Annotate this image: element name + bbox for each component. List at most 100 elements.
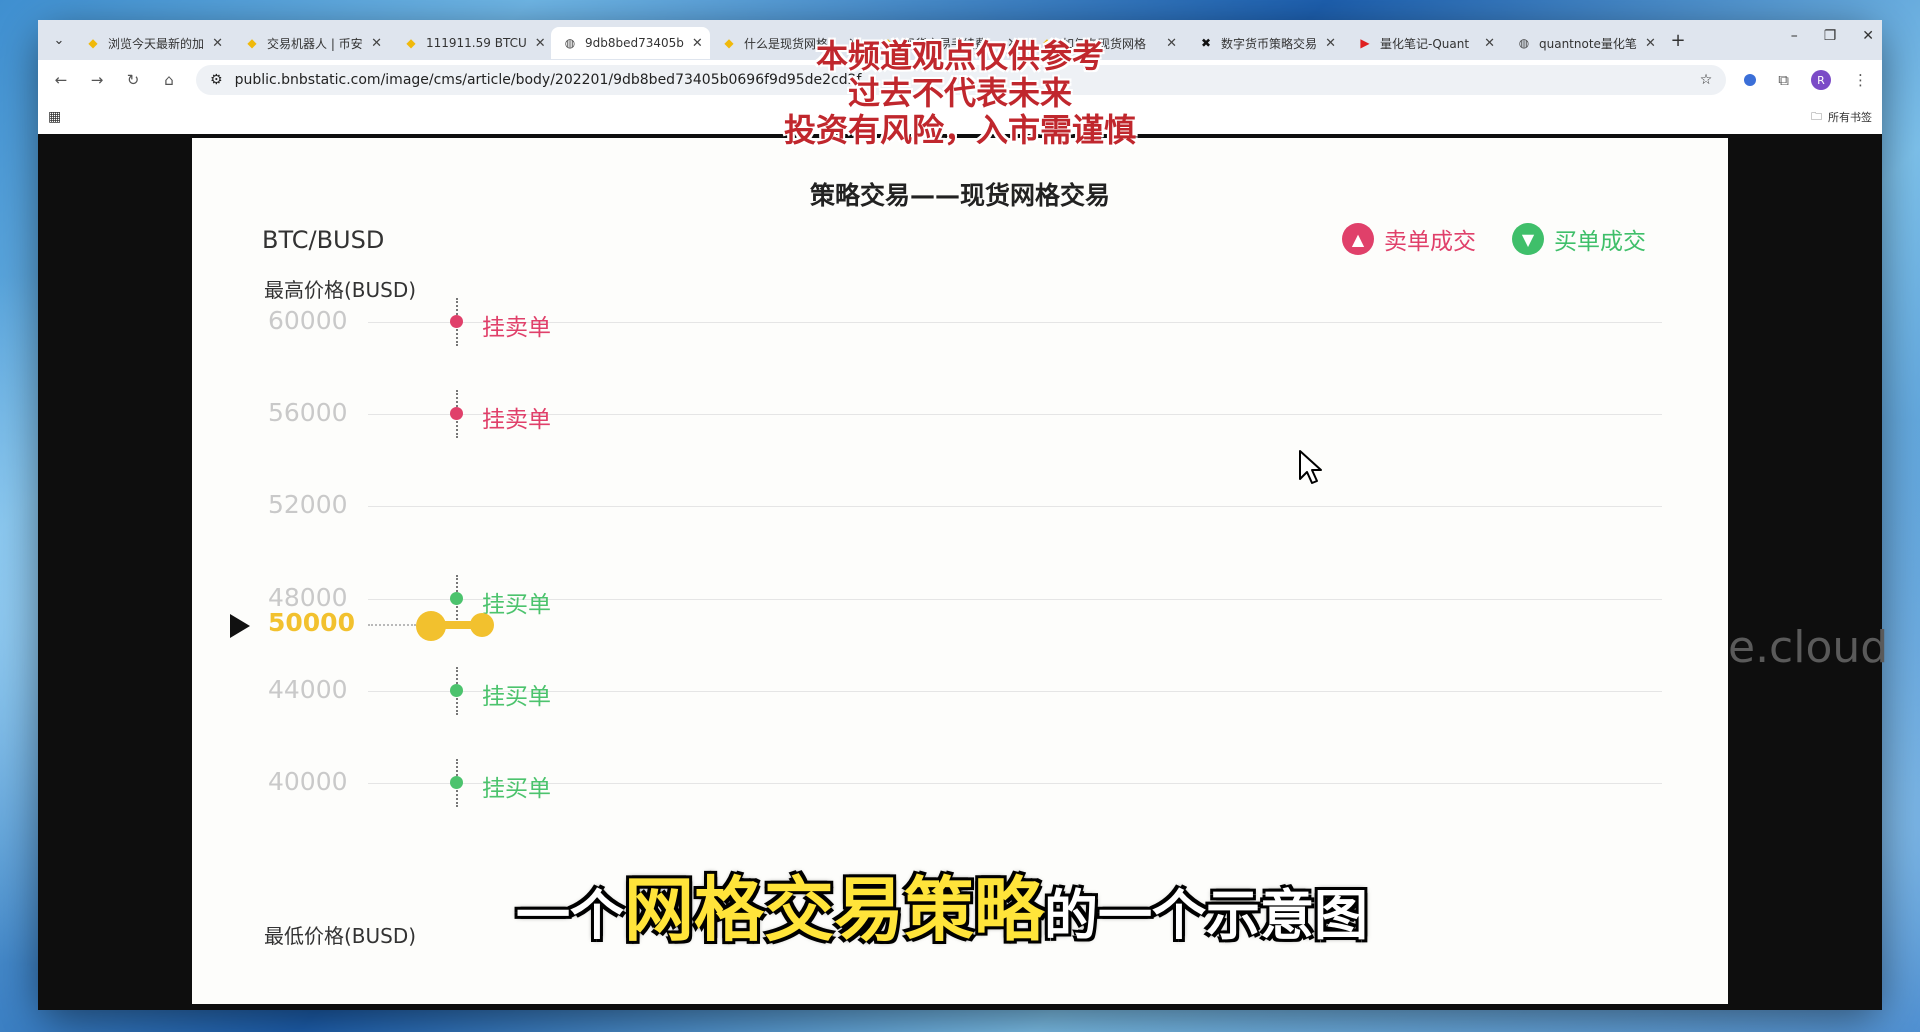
tab-close-icon[interactable]: ✕ [848, 35, 859, 51]
min-price-label: 最低价格(BUSD) [264, 924, 417, 948]
tab-close-icon[interactable]: ✕ [371, 35, 382, 51]
browser-tab[interactable]: ◆ 现货交易手续费 ✕ [869, 27, 1028, 59]
tab-label: 量化笔记-Quant [1380, 36, 1470, 51]
current-price-pointer-icon [230, 614, 250, 638]
grid-trading-slide: 策略交易——现货网格交易 BTC/BUSD 最高价格(BUSD) 最低价格(BU… [192, 138, 1728, 1004]
binance-icon: ◆ [247, 36, 257, 50]
price-level-label: 52000 [268, 490, 348, 519]
tab-label: 数字货币策略交易 [1221, 36, 1318, 51]
globe-icon: ◍ [1518, 36, 1530, 50]
tab-close-icon[interactable]: ✕ [1644, 35, 1656, 51]
current-price-dotted-line [368, 624, 416, 626]
sell-order-dot [450, 315, 463, 328]
browser-tab[interactable]: ◆ 浏览今天最新的加 ✕ [74, 27, 233, 59]
x-app-icon: ✖ [1200, 36, 1212, 50]
profile-avatar[interactable]: R [1811, 70, 1831, 90]
binance-icon: ◆ [883, 36, 893, 50]
price-level-label: 48000 [268, 583, 348, 612]
disclaimer-overlay: 本频道观点仅供参考 过去不代表未来 投资有风险，入市需谨慎 [560, 38, 1360, 149]
browser-tab[interactable]: ◆ 如何在现货网格 ✕ [1028, 27, 1187, 59]
grid-line [368, 506, 1662, 507]
current-price-connector [438, 621, 478, 629]
caption-suffix: 的一个示意图 [1044, 884, 1368, 947]
bookmark-star-icon[interactable]: ☆ [1699, 72, 1713, 88]
tab-search-button[interactable]: ⌄ [53, 32, 65, 48]
price-level-label: 60000 [268, 306, 348, 335]
buy-order-dot [450, 592, 463, 605]
tab-label: 111911.59 BTCU [426, 36, 527, 50]
buy-order-label: 挂买单 [482, 776, 551, 802]
address-bar[interactable]: ⚙ public.bnbstatic.com/image/cms/article… [196, 65, 1727, 95]
youtube-icon: ▶ [1360, 36, 1370, 50]
all-bookmarks-label: 所有书签 [1828, 111, 1872, 124]
price-level-label: 44000 [268, 675, 348, 704]
menu-kebab-icon[interactable]: ⋮ [1853, 71, 1868, 89]
url-text[interactable]: public.bnbstatic.com/image/cms/article/b… [234, 72, 874, 88]
buy-order-label: 挂买单 [482, 592, 551, 618]
tab-close-icon[interactable]: ✕ [1325, 35, 1336, 51]
home-button[interactable]: ⌂ [164, 71, 174, 89]
tab-close-icon[interactable]: ✕ [1166, 35, 1177, 51]
forward-button[interactable]: → [90, 71, 104, 89]
tab-close-icon[interactable]: ✕ [212, 35, 223, 51]
browser-tab[interactable]: ◍9db8bed73405b✕ [551, 27, 710, 59]
browser-tab[interactable]: ▶ 量化笔记-Quant ✕ [1346, 27, 1505, 59]
price-level-label: 40000 [268, 767, 348, 796]
extension-icon[interactable] [1744, 74, 1757, 86]
grid-line [368, 599, 1662, 600]
browser-tab[interactable]: ◆什么是现货网格✕ [710, 27, 869, 59]
tab-close-icon[interactable]: ✕ [691, 35, 703, 51]
video-caption: 一个网格交易策略的一个示意图 [516, 854, 1368, 955]
browser-toolbar: ← → ↻ ⌂ ⚙ public.bnbstatic.com/image/cms… [38, 60, 1882, 100]
max-price-label: 最高价格(BUSD) [264, 278, 417, 302]
binance-icon: ◆ [724, 36, 734, 50]
tab-label: 浏览今天最新的加 [108, 36, 205, 51]
sell-order-label: 挂卖单 [482, 407, 551, 433]
site-info-icon[interactable]: ⚙ [210, 72, 223, 88]
apps-grid-icon[interactable]: ▦ [48, 109, 62, 125]
legend-sell: ▲ 卖单成交 [1342, 222, 1476, 256]
tab-close-icon[interactable]: ✕ [534, 35, 546, 51]
all-bookmarks-button[interactable]: 🗀 所有书签 [1811, 108, 1872, 127]
tab-close-icon[interactable]: ✕ [1484, 35, 1495, 51]
browser-tab[interactable]: ◍ quantnote量化笔 ✕ [1505, 27, 1664, 59]
page-viewport: 策略交易——现货网格交易 BTC/BUSD 最高价格(BUSD) 最低价格(BU… [38, 134, 1888, 1010]
tab-strip: ⌄ ◆ 浏览今天最新的加 ✕ ◆ 交易机器人 | 币安 ✕ ◆ 111911.59 BTCU ✕… [38, 20, 1882, 60]
browser-tab[interactable]: ✖ 数字货币策略交易 ✕ [1187, 27, 1346, 59]
legend-buy: ▼ 买单成交 [1512, 222, 1646, 256]
buy-order-label: 挂买单 [482, 684, 551, 710]
globe-icon: ◍ [564, 36, 576, 50]
restore-button[interactable]: ❐ [1823, 28, 1837, 44]
disclaimer-line: 本频道观点仅供参考 [815, 37, 1104, 75]
tab-close-icon[interactable]: ✕ [1007, 35, 1018, 51]
binance-icon: ◆ [1042, 36, 1052, 50]
legend-buy-label: 买单成交 [1554, 229, 1646, 255]
folder-icon: 🗀 [1811, 109, 1822, 123]
tab-label: quantnote量化笔 [1539, 36, 1637, 51]
extensions-puzzle-icon[interactable]: ⧉ [1778, 71, 1789, 89]
sell-order-label: 挂卖单 [482, 315, 551, 341]
mouse-cursor-icon [1299, 450, 1322, 484]
grid-line [368, 414, 1662, 415]
bookmarks-bar: ▦ 🗀 所有书签 [38, 100, 1882, 134]
price-level-label: 56000 [268, 398, 348, 427]
browser-tab[interactable]: ◆ 交易机器人 | 币安 ✕ [233, 27, 392, 59]
browser-tab[interactable]: ◆ 111911.59 BTCU ✕ [392, 27, 551, 59]
tab-label: 如何在现货网格 [1062, 36, 1147, 51]
grid-line [368, 322, 1662, 323]
reload-button[interactable]: ↻ [126, 71, 140, 89]
back-button[interactable]: ← [54, 71, 68, 89]
slide-title: 策略交易——现货网格交易 [809, 181, 1110, 210]
binance-icon: ◆ [88, 36, 98, 50]
disclaimer-line: 过去不代表未来 [847, 74, 1072, 112]
browser-window: ⌄ ◆ 浏览今天最新的加 ✕ ◆ 交易机器人 | 币安 ✕ ◆ 111911.59 BTCU ✕… [38, 20, 1888, 1010]
binance-icon: ◆ [406, 36, 416, 50]
window-controls: – ❐ ✕ [1791, 28, 1874, 44]
down-arrow-icon: ▼ [1512, 223, 1544, 255]
minimize-button[interactable]: – [1790, 28, 1798, 44]
close-window-button[interactable]: ✕ [1862, 28, 1874, 44]
tab-label: 交易机器人 | 币安 [267, 36, 363, 51]
new-tab-button[interactable]: + [1670, 29, 1686, 51]
tab-label: 现货交易手续费 [903, 36, 988, 51]
buy-order-dot [450, 684, 463, 697]
